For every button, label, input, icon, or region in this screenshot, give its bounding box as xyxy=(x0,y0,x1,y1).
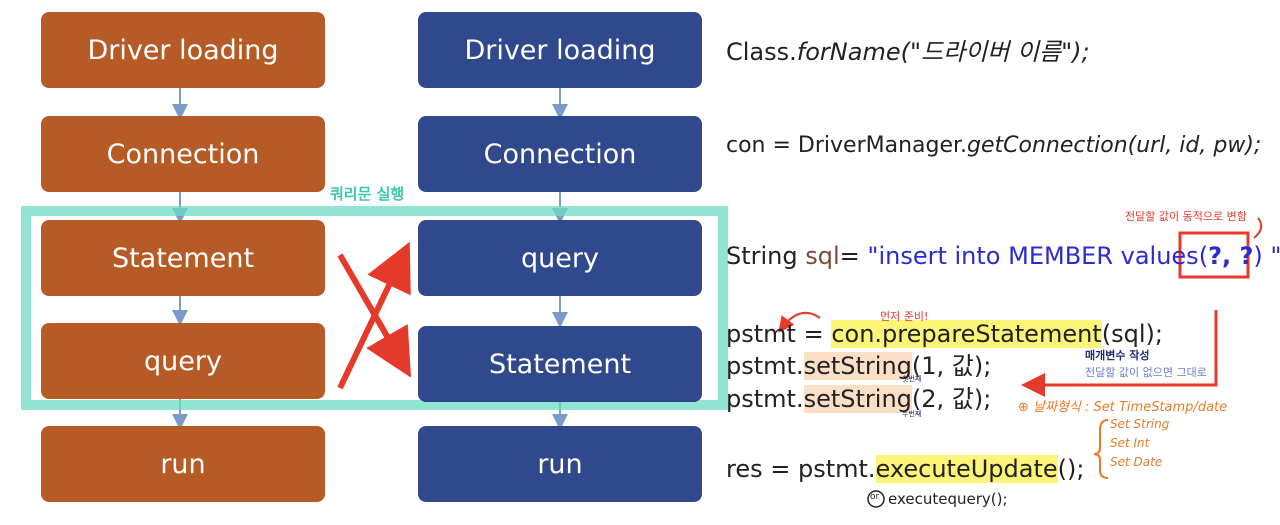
right-connection-box: Connection xyxy=(418,116,702,192)
left-query-box: query xyxy=(41,323,325,399)
note-first-index: 첫번째 xyxy=(902,375,922,383)
right-statement-box: Statement xyxy=(418,326,702,402)
query-execution-label: 쿼리문 실행 xyxy=(330,185,405,203)
code-line-preparestatement: pstmt = con.prepareStatement(sql); xyxy=(726,320,1163,348)
right-driver-loading-box: Driver loading xyxy=(418,12,702,88)
placeholder-highlight-box xyxy=(1178,231,1250,279)
placeholder-arrow xyxy=(1021,310,1218,397)
code-line-executeupdate: res = pstmt.executeUpdate(); xyxy=(726,455,1085,483)
note-second-index: 두번째 xyxy=(902,410,922,418)
right-query-box: query xyxy=(418,220,702,296)
note-type-date: Set Date xyxy=(1110,455,1163,469)
code-line-sql-string: String sql= "insert into MEMBER values(?… xyxy=(726,242,1280,270)
first-ready-arrow xyxy=(778,311,821,333)
code-line-setstring-1: pstmt.setString(1, 값); xyxy=(726,352,992,380)
note-type-int: Set Int xyxy=(1110,436,1150,450)
left-driver-loading-box: Driver loading xyxy=(41,12,325,88)
note-or: or xyxy=(870,492,880,502)
types-brace xyxy=(1093,419,1109,479)
code-line-forname: Class.forName("드라이버 이름"); xyxy=(726,38,1090,66)
code-line-setstring-2: pstmt.setString(2, 값); xyxy=(726,385,992,413)
note-executequery: executequery(); xyxy=(888,490,1008,508)
note-dynamic-value: 전달할 값이 동적으로 변함 xyxy=(1125,210,1247,223)
note-first-ready: 먼저 준비! xyxy=(880,310,929,323)
note-pass-value: 전달할 값이 없으면 그대로 xyxy=(1085,366,1207,379)
left-run-box: run xyxy=(41,426,325,502)
or-circle xyxy=(867,490,885,508)
right-run-box: run xyxy=(418,426,702,502)
swap-cross xyxy=(337,241,412,390)
note-type-string: Set String xyxy=(1110,417,1170,431)
query-execution-frame xyxy=(21,206,728,410)
dynamic-note-arrow xyxy=(1253,217,1263,239)
note-parameter: 매개변수 작성 xyxy=(1085,349,1150,362)
note-date-types: ⊕ 날짜형식 : Set TimeStamp/date xyxy=(1018,400,1228,415)
left-statement-box: Statement xyxy=(41,220,325,296)
code-line-getconnection: con = DriverManager.getConnection(url, i… xyxy=(726,133,1262,158)
left-connection-box: Connection xyxy=(41,116,325,192)
